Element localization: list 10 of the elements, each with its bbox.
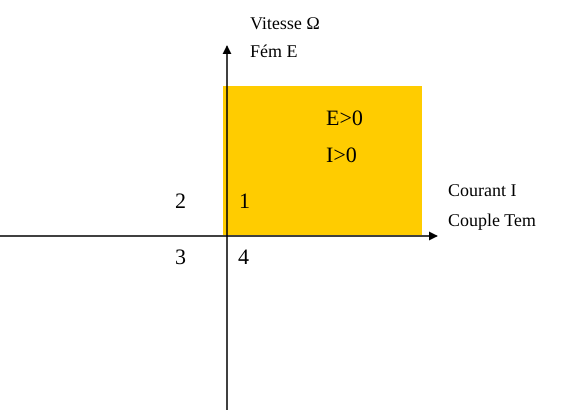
quadrant-region bbox=[223, 86, 422, 235]
axis-label: Courant I bbox=[448, 181, 516, 199]
quadrant-number: 3 bbox=[175, 246, 186, 268]
quadrant-number: 4 bbox=[238, 246, 249, 268]
axis-label: Couple Tem bbox=[448, 211, 536, 229]
quadrant-number: 2 bbox=[175, 190, 186, 212]
axis-label: Fém E bbox=[250, 42, 298, 60]
quadrant-number: 1 bbox=[239, 190, 250, 212]
condition-text: E>0 I>0 bbox=[326, 104, 364, 169]
axis-label: Vitesse Ω bbox=[250, 14, 320, 32]
